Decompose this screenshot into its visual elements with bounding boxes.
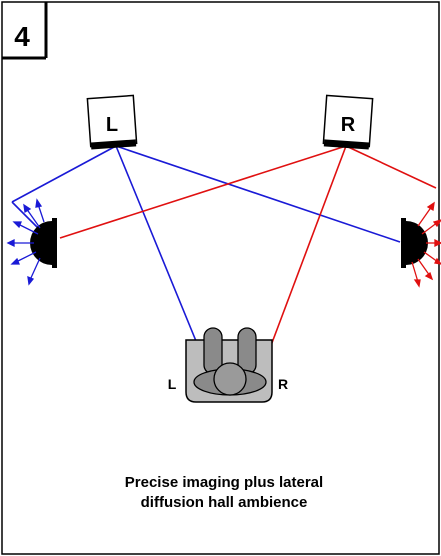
listener (193, 327, 267, 396)
listener-right-ear-label: R (278, 376, 288, 392)
right-speaker-to-left-diffuser-line (59, 145, 347, 239)
left-speaker-label: L (106, 114, 118, 136)
left-speaker: L (86, 94, 138, 150)
left-speaker-to-left-wall-line (11, 145, 117, 203)
listener-head (213, 362, 247, 396)
right-diffusion-arrows (411, 201, 441, 288)
panel-number-box: 4 (2, 2, 48, 60)
caption-line-1: Precise imaging plus lateral (125, 474, 323, 491)
left-diffuser-speaker (30, 218, 57, 268)
caption-line-2: diffusion hall ambience (141, 494, 308, 511)
listener-left-ear-label: L (168, 376, 177, 392)
left-diffusion-arrows (6, 198, 45, 286)
right-speaker-to-right-wall-line (345, 145, 437, 189)
right-speaker: R (322, 94, 374, 150)
panel-number: 4 (14, 21, 30, 52)
left-speaker-to-right-diffuser-line (115, 145, 401, 243)
right-speaker-label: R (341, 114, 356, 136)
right-diffuser-speaker (401, 218, 428, 268)
